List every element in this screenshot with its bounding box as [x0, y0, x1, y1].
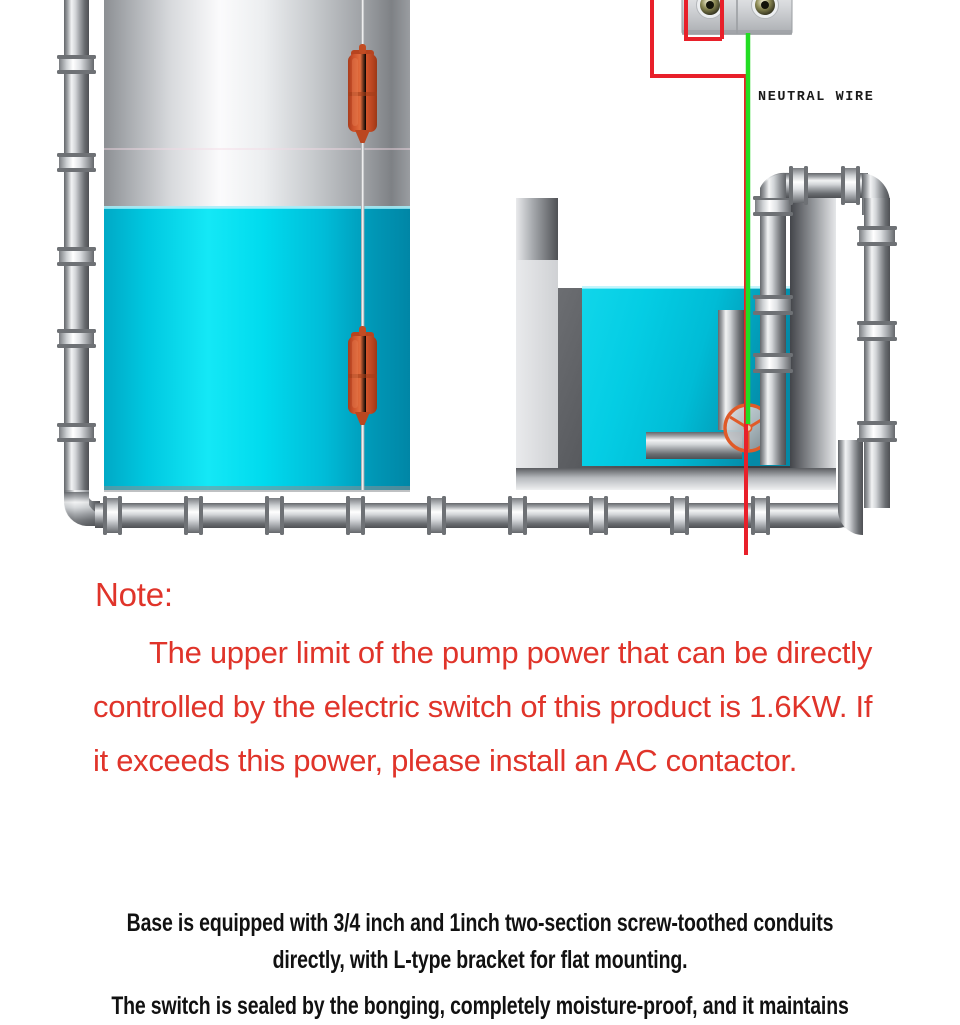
note-body-text: The upper limit of the pump power that c…	[93, 635, 873, 778]
pipe-coupling	[841, 166, 860, 205]
pipe-coupling	[265, 496, 284, 535]
float-switch-cable	[361, 0, 365, 490]
plumbing-wiring-diagram: NEUTRAL WIRE	[57, 0, 897, 555]
pipe-coupling	[57, 247, 96, 266]
pipe-coupling	[857, 321, 897, 341]
pipe-coupling	[753, 353, 793, 373]
pipe-coupling	[184, 496, 203, 535]
bottom-horizontal-pipe	[95, 440, 863, 535]
pipe-coupling	[57, 153, 96, 172]
pipe-coupling	[670, 496, 689, 535]
pipe-coupling	[857, 226, 897, 246]
neutral-wire-label: NEUTRAL WIRE	[758, 90, 874, 105]
pipe-coupling	[57, 55, 96, 74]
outlet-socket-right	[751, 0, 779, 19]
pipe-coupling	[508, 496, 527, 535]
pipe-coupling	[346, 496, 365, 535]
lower-float-switch	[348, 326, 377, 425]
page-root: NEUTRAL WIRE Note: The upper limit of th…	[57, 0, 897, 1020]
note-heading: Note:	[95, 576, 173, 613]
pipe-coupling	[57, 329, 96, 348]
feature-line-3-clipped: The switch is sealed by the bonging, com…	[111, 992, 849, 1020]
left-riser-pipe	[57, 0, 100, 526]
pipe-coupling	[427, 496, 446, 535]
pipe-coupling	[789, 166, 808, 205]
pipe-coupling	[589, 496, 608, 535]
outlet-socket-left	[696, 0, 724, 19]
pipe-coupling	[753, 196, 793, 216]
pipe-coupling	[751, 496, 770, 535]
feature-line-2: directly, with L-type bracket for flat m…	[272, 946, 688, 974]
pipe-coupling	[103, 496, 122, 535]
pipe-coupling	[857, 421, 897, 442]
upper-float-switch	[348, 44, 377, 143]
pipe-coupling	[57, 423, 96, 442]
feature-line-1: Base is equipped with 3/4 inch and 1inch…	[126, 909, 834, 937]
electrical-outlet-box[interactable]	[681, 0, 793, 35]
pipe-coupling	[753, 295, 793, 315]
right-riser-and-inverted-u-pipe	[753, 166, 897, 508]
feature-text-section: Base is equipped with 3/4 inch and 1inch…	[0, 905, 960, 1025]
